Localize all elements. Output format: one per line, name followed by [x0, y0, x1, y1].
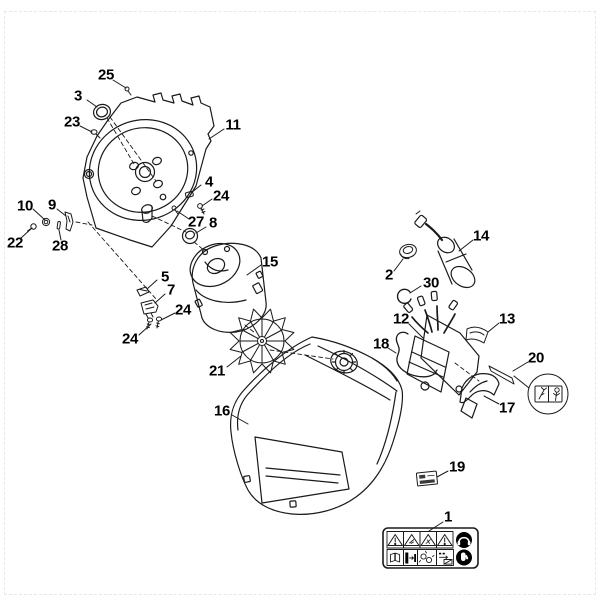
fan-wheel-part-21	[229, 308, 295, 374]
wedge-part-5	[136, 286, 150, 297]
screw-part-22	[27, 223, 37, 232]
cap-part-2	[399, 243, 417, 260]
wait-for-stop-icon	[405, 552, 416, 564]
warning-triangle-rotating-tool-icon	[404, 534, 420, 546]
part-label-17: 17	[498, 399, 516, 417]
electric-motor-part-15	[189, 242, 267, 333]
part-label-18: 18	[372, 335, 390, 353]
part-label-19: 19	[448, 458, 466, 476]
part-label-7: 7	[166, 281, 176, 299]
part-label-30: 30	[422, 274, 440, 292]
screw-part-24-left	[146, 317, 154, 330]
branch-material-icon	[538, 387, 547, 400]
part-label-20: 20	[527, 349, 545, 367]
part-label-11: 11	[225, 116, 241, 134]
part-label-8: 8	[208, 214, 218, 232]
part-label-27: 27	[187, 213, 205, 231]
keep-clear-icon	[439, 552, 453, 565]
part-label-23: 23	[63, 113, 81, 131]
screw-part-24-right	[155, 316, 163, 329]
upper-housing-part-11	[82, 92, 215, 248]
bracket-part-7	[140, 299, 159, 319]
switch-assembly-part-12	[403, 290, 480, 396]
cap-part-8	[181, 227, 199, 245]
screw-part-24-upper	[197, 203, 206, 215]
part-label-9: 9	[47, 196, 57, 214]
part-label-21: 21	[208, 362, 226, 380]
part-label-16: 16	[213, 402, 231, 420]
warning-triangle-icon	[387, 534, 403, 546]
nut-part-10	[41, 217, 51, 227]
warning-triangle-thrown-objects-icon	[420, 534, 436, 546]
bracket-part-13	[465, 326, 489, 344]
lower-housing-part-16	[229, 336, 404, 515]
clip-part-4	[184, 190, 194, 198]
part-label-3: 3	[73, 87, 83, 105]
part-label-22: 22	[6, 234, 24, 252]
part-label-25: 25	[97, 66, 115, 84]
pin-part-28	[56, 221, 61, 230]
rating-label-part-19	[415, 470, 438, 487]
part-label-14: 14	[472, 227, 490, 245]
wire-part-18	[395, 331, 438, 378]
part-label-12: 12	[392, 310, 410, 328]
strip-plate-part-20	[488, 365, 515, 385]
protective-gloves-icon	[456, 549, 472, 566]
screw-part-25	[124, 86, 132, 96]
screw-part-23	[90, 129, 101, 139]
part-label-24c: 24	[121, 330, 139, 348]
ear-protection-icon	[456, 532, 472, 548]
part-label-15: 15	[261, 253, 279, 271]
read-manual-icon	[390, 552, 401, 563]
capacitor-part-14	[414, 210, 476, 289]
clip-ring-part-30	[396, 288, 412, 305]
part-label-24a: 24	[212, 187, 230, 205]
sealing-ring-part-3	[92, 103, 112, 121]
leader-lines	[20, 79, 530, 532]
part-label-2: 2	[384, 266, 394, 284]
flying-debris-icon	[418, 550, 435, 564]
deflector-part-17	[455, 373, 500, 419]
part-label-10: 10	[16, 197, 34, 215]
latch-part-9	[64, 211, 74, 232]
screw-part-27	[171, 205, 179, 215]
safety-label-part-1	[382, 527, 479, 569]
warning-triangle-icon	[437, 534, 453, 546]
part-label-1: 1	[443, 508, 453, 526]
part-label-28: 28	[51, 237, 69, 255]
part-label-4: 4	[204, 173, 214, 191]
part-label-24b: 24	[174, 301, 192, 319]
part-label-13: 13	[498, 310, 516, 328]
soft-material-icon	[553, 387, 560, 401]
part-label-5: 5	[160, 268, 170, 286]
pictogram-callout	[527, 373, 569, 415]
